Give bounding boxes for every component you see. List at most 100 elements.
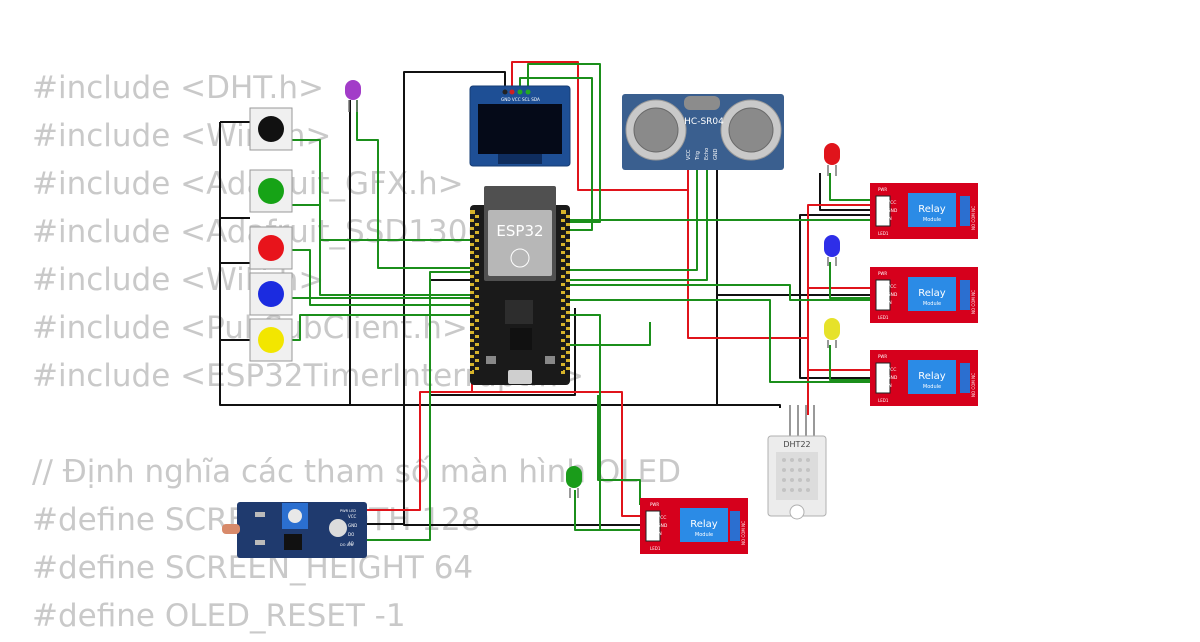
code-line: #include <Adafruit_GFX.h> — [32, 166, 464, 202]
oled-pin[interactable] — [517, 89, 523, 95]
pin-label-trig: Trig — [695, 151, 701, 161]
led-red[interactable] — [824, 143, 840, 176]
relay-pwr-label: PWR — [878, 271, 887, 276]
wire-red[interactable] — [472, 391, 640, 517]
ldr-pin-do: DO — [348, 532, 354, 537]
led-yellow[interactable] — [824, 318, 840, 348]
esp32-label: ESP32 — [496, 222, 543, 240]
relay-led-label: LED1 — [650, 546, 661, 551]
relay-label: Relay — [918, 288, 946, 299]
oled-pin[interactable] — [509, 89, 515, 95]
oled-pin-labels: GND VCC SCL SDA — [501, 97, 540, 102]
wire-green[interactable] — [367, 271, 472, 541]
relay-pin-in: IN — [887, 216, 892, 222]
ldr-pwr-led-label: PWR LED — [340, 509, 356, 513]
wire-black[interactable] — [819, 173, 872, 211]
wire-green[interactable] — [527, 63, 601, 223]
relay-label: Relay — [690, 519, 718, 530]
wire-green[interactable] — [519, 77, 593, 231]
relay-module-3[interactable]: Relay Module PWR LED1 VCC GND IN NO COM … — [870, 350, 978, 406]
relay-pin-gnd: GND — [657, 523, 668, 529]
relay-module-2[interactable]: Relay Module PWR LED1 VCC GND IN NO COM … — [870, 267, 978, 323]
wire-green[interactable] — [597, 395, 641, 505]
wire-red[interactable] — [687, 190, 809, 415]
relay-module-1[interactable]: Relay Module PWR LED1 VCC GND IN NO COM … — [870, 183, 978, 239]
led-purple[interactable] — [345, 80, 361, 112]
wire-green[interactable] — [570, 314, 640, 531]
relay-pin-in: IN — [887, 383, 892, 389]
relay-pin-in: IN — [657, 531, 662, 537]
relay-pin-vcc: VCC — [657, 515, 666, 521]
wire-green[interactable] — [570, 284, 870, 301]
led-blue[interactable] — [824, 235, 840, 266]
ldr-sensor-module[interactable]: PWR LED DO LED VCC GND DO AO — [222, 502, 367, 558]
wire-green[interactable] — [290, 139, 472, 241]
code-line: #define OLED_RESET -1 — [32, 598, 406, 634]
push-button-yellow[interactable] — [249, 318, 293, 362]
wire-green[interactable] — [574, 490, 600, 531]
relay-sub-label: Module — [923, 384, 941, 390]
esp32-pins — [470, 210, 570, 374]
wire-green[interactable] — [356, 100, 472, 269]
oled-pin[interactable] — [525, 89, 531, 95]
boot-button[interactable] — [545, 356, 555, 364]
ldr-pin-vcc: VCC — [348, 514, 357, 519]
wire-green[interactable] — [829, 262, 872, 299]
relay-pwr-label: PWR — [878, 354, 887, 359]
wire-black[interactable] — [403, 71, 640, 526]
relay-pin-vcc: VCC — [887, 200, 896, 206]
relay-module-4[interactable]: Relay Module PWR LED1 VCC GND IN NO COM … — [640, 498, 748, 554]
wire-green[interactable] — [829, 345, 872, 381]
relay-terminal-labels: NO COM NC — [971, 373, 976, 397]
wire-green[interactable] — [290, 249, 472, 306]
usb-port[interactable] — [508, 370, 532, 384]
relay-pwr-label: PWR — [878, 187, 887, 192]
relay-led-label: LED1 — [878, 315, 889, 320]
relay-pin-gnd: GND — [887, 375, 898, 381]
wire-red[interactable] — [511, 61, 689, 191]
en-button[interactable] — [486, 356, 496, 364]
code-line: #include <PubSubClient.h> — [32, 310, 468, 346]
oled-pin[interactable] — [502, 89, 508, 95]
relay-led-label: LED1 — [878, 231, 889, 236]
wires — [219, 61, 872, 541]
wire-red[interactable] — [807, 338, 872, 371]
wire-green[interactable] — [290, 204, 472, 296]
oled-display[interactable]: GND VCC SCL SDA — [469, 85, 571, 167]
push-button-red[interactable] — [249, 226, 293, 270]
wire-green[interactable] — [570, 170, 698, 271]
relay-pin-in: IN — [887, 300, 892, 306]
wire-black[interactable] — [799, 295, 872, 379]
wire-black[interactable] — [716, 170, 872, 296]
dht22-sensor[interactable]: DHT22 — [767, 405, 827, 520]
wire-green[interactable] — [829, 173, 872, 201]
ldr-do-led-label: DO LED — [340, 543, 354, 547]
wire-green[interactable] — [570, 299, 870, 383]
wire-green[interactable] — [290, 314, 472, 341]
pin-label-vcc: VCC — [686, 149, 692, 160]
led-green[interactable] — [566, 466, 582, 498]
esp32-board[interactable]: ESP32 — [470, 186, 570, 385]
dht22-label: DHT22 — [783, 440, 810, 449]
dht22-grille — [782, 458, 810, 492]
push-button-blue[interactable] — [249, 272, 293, 316]
ultrasonic-label: HC-SR04 — [684, 117, 724, 127]
relay-led-label: LED1 — [878, 398, 889, 403]
wire-red[interactable] — [367, 380, 473, 511]
relay-label: Relay — [918, 371, 946, 382]
push-button-green[interactable] — [249, 169, 293, 213]
code-background: #include <DHT.h> #include <Wire.h> #incl… — [32, 66, 681, 642]
relay-sub-label: Module — [923, 217, 941, 223]
photoresistor — [222, 524, 240, 534]
wire-green[interactable] — [570, 170, 708, 281]
push-button-black[interactable] — [249, 107, 293, 151]
wire-red[interactable] — [807, 204, 872, 288]
ultrasonic-sensor[interactable]: HC-SR04 VCC Trig Echo GND — [622, 94, 784, 170]
relay-terminal-labels: NO COM NC — [741, 521, 746, 545]
code-line: #include <DHT.h> — [32, 70, 325, 106]
pin-label-gnd: GND — [713, 148, 719, 160]
relay-pin-gnd: GND — [887, 292, 898, 298]
relay-pin-vcc: VCC — [887, 284, 896, 290]
relay-label: Relay — [918, 204, 946, 215]
